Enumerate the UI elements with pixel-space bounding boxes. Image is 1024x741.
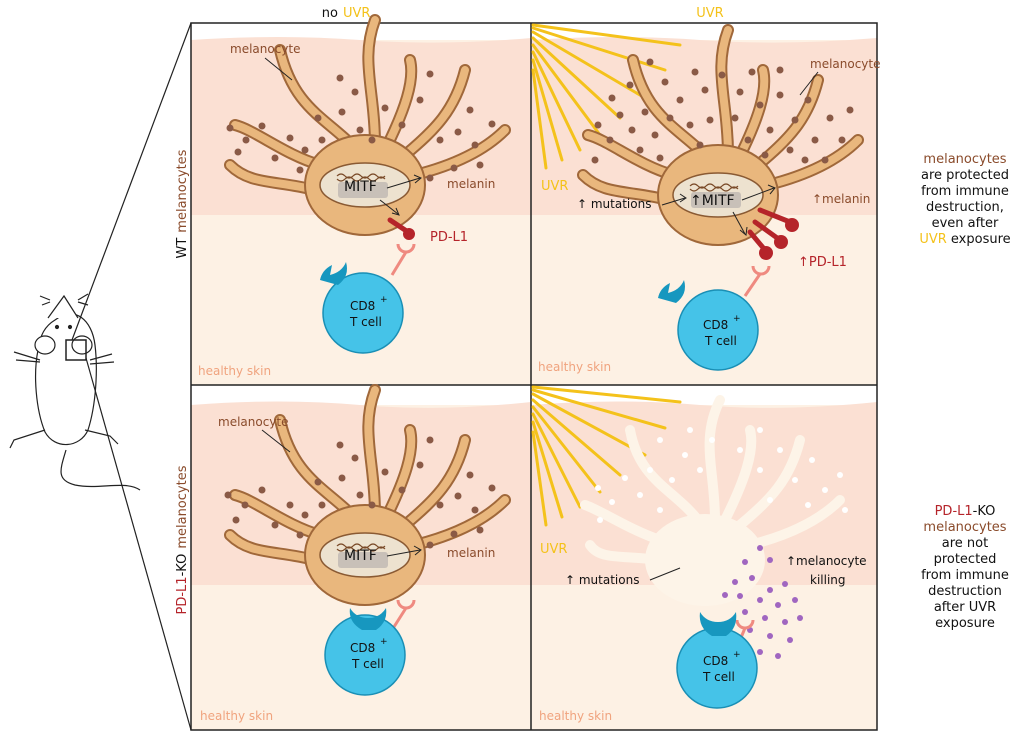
melanin-granules	[591, 58, 854, 164]
label-mitf: MITF	[344, 179, 377, 195]
panel-ko-no-uvr: melanocyte MITF melanin CD8 + T cell hea…	[200, 390, 505, 723]
label-melanin: melanin	[447, 546, 495, 560]
zoom-line-top	[71, 22, 192, 341]
svg-text:T cell: T cell	[702, 670, 735, 684]
panel-wt-uvr: melanocyte UVR ↑ mutations ↑MITF ↑melani…	[531, 23, 881, 374]
label-melanin: ↑melanin	[812, 192, 870, 206]
label-healthy-skin: healthy skin	[538, 360, 611, 374]
svg-text:CD8: CD8	[703, 318, 728, 332]
col-header-uvr-left: UVR	[343, 6, 370, 21]
svg-text:+: +	[380, 637, 388, 647]
svg-text:CD8: CD8	[350, 299, 375, 313]
mouse-illustration	[9, 293, 141, 491]
label-healthy-skin: healthy skin	[198, 364, 271, 378]
label-melanin: melanin	[447, 177, 495, 191]
svg-text:T cell: T cell	[704, 334, 737, 348]
col-header-uvr-right: UVR	[696, 6, 723, 21]
cytotoxic-granules	[722, 545, 803, 669]
col-header-no: no	[322, 6, 338, 21]
svg-text:CD8: CD8	[350, 641, 375, 655]
uv-rays	[531, 385, 682, 527]
label-melanocyte: melanocyte	[230, 42, 301, 56]
row-label-wt: WTmelanocytes	[175, 149, 190, 258]
uv-rays	[531, 23, 682, 170]
melanin-granules	[224, 436, 496, 549]
label-killing-2: killing	[810, 573, 846, 587]
label-healthy-skin: healthy skin	[200, 709, 273, 723]
label-melanocyte: melanocyte	[218, 415, 289, 429]
side-note-top: melanocytes are protected from immune de…	[919, 152, 1011, 247]
melanin-granules	[226, 70, 496, 182]
side-note-bottom: PD-L1-KO melanocytes are not protected f…	[921, 504, 1009, 631]
row-label-ko: PD-L1-KOmelanocytes	[175, 465, 190, 614]
label-mutations: ↑ mutations	[577, 197, 651, 211]
panel-wt-no-uvr: melanocyte MITF melanin PD-L1 CD8 + T ce…	[198, 20, 505, 378]
svg-text:T cell: T cell	[349, 315, 382, 329]
label-pdl1: PD-L1	[430, 230, 468, 245]
panel-ko-uvr: UVR ↑ mutations ↑melanocyte killing CD8 …	[531, 385, 867, 723]
label-mutations: ↑ mutations	[565, 573, 639, 587]
zoom-line-bottom	[85, 357, 192, 731]
label-melanocyte: melanocyte	[810, 57, 881, 71]
svg-text:T cell: T cell	[351, 657, 384, 671]
label-uvr: UVR	[540, 542, 567, 557]
svg-text:+: +	[733, 650, 741, 660]
tcell	[322, 272, 404, 354]
label-uvr: UVR	[541, 179, 568, 194]
tcell	[676, 627, 758, 709]
svg-text:+: +	[380, 295, 388, 305]
label-pdl1: ↑PD-L1	[798, 255, 847, 270]
svg-text:+: +	[733, 314, 741, 324]
label-mitf: ↑MITF	[690, 193, 735, 209]
svg-text:CD8: CD8	[703, 654, 728, 668]
label-killing-1: ↑melanocyte	[786, 554, 867, 568]
label-healthy-skin: healthy skin	[539, 709, 612, 723]
label-mitf: MITF	[344, 548, 377, 564]
